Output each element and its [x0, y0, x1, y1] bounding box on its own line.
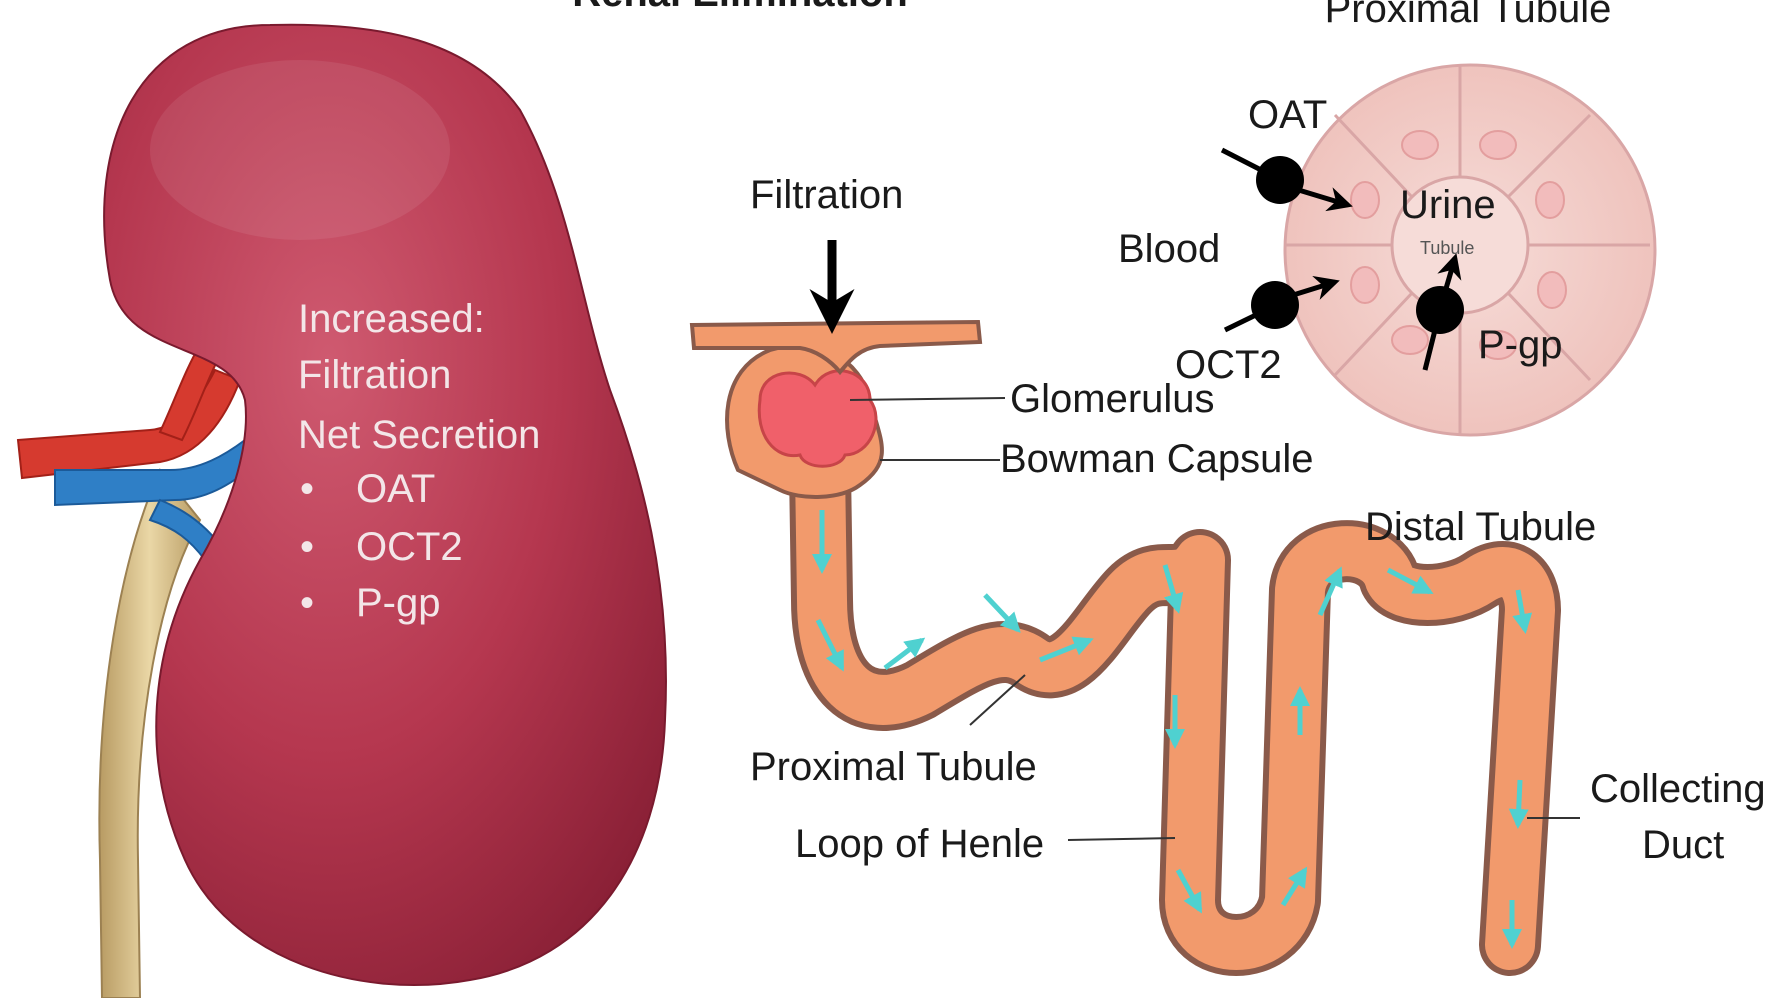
urine-label: Urine: [1400, 183, 1496, 227]
oat-transporter-icon: [1256, 156, 1304, 204]
distal-tubule-label: Distal Tubule: [1365, 505, 1596, 549]
proximal-tubule-label: Proximal Tubule: [750, 745, 1037, 789]
bullet-marker: •: [300, 467, 314, 511]
glomerulus-leader: [850, 398, 1005, 400]
nucleus: [1351, 267, 1379, 303]
glomerulus: [759, 371, 876, 466]
collecting-duct-label-2: Duct: [1642, 823, 1724, 867]
kidney-transporter-oct2: OCT2: [356, 525, 463, 569]
nucleus: [1402, 131, 1438, 159]
collecting-duct-label-1: Collecting: [1590, 767, 1766, 811]
oct2-in-arrow: [1225, 312, 1262, 330]
nucleus: [1392, 326, 1428, 354]
oct2-label: OCT2: [1175, 343, 1282, 387]
page-title: Renal Elimination: [572, 0, 908, 15]
oat-label: OAT: [1248, 93, 1327, 137]
kidney-transporter-oat: OAT: [356, 467, 435, 511]
kidney-transporter-pgp: P-gp: [356, 581, 441, 625]
bullet-marker: •: [300, 525, 314, 569]
cross-section-title: Proximal Tubule: [1325, 0, 1612, 31]
pgp-transporter-icon: [1416, 286, 1464, 334]
flow-arrow: [1518, 780, 1520, 825]
nucleus: [1538, 272, 1566, 308]
kidney-filtration: Filtration: [298, 353, 451, 397]
bullet-marker: •: [300, 581, 314, 625]
oat-in-arrow: [1222, 150, 1265, 172]
arteriole-bar: [692, 322, 980, 372]
kidney-illustration: [18, 25, 666, 998]
oct2-transporter-icon: [1251, 281, 1299, 329]
kidney-net-secretion: Net Secretion: [298, 413, 540, 457]
kidney-heading: Increased:: [298, 297, 485, 341]
filtration-label: Filtration: [750, 173, 903, 217]
nucleus: [1536, 182, 1564, 218]
blood-label: Blood: [1118, 227, 1220, 271]
tubule-lumen-label: Tubule: [1420, 238, 1474, 258]
nucleus: [1480, 131, 1516, 159]
kidney-highlight: [150, 60, 450, 240]
loop-leader: [1068, 838, 1175, 840]
nucleus: [1351, 182, 1379, 218]
loop-of-henle-label: Loop of Henle: [795, 822, 1044, 866]
bowman-capsule-label: Bowman Capsule: [1000, 437, 1314, 481]
pgp-label: P-gp: [1478, 323, 1563, 367]
